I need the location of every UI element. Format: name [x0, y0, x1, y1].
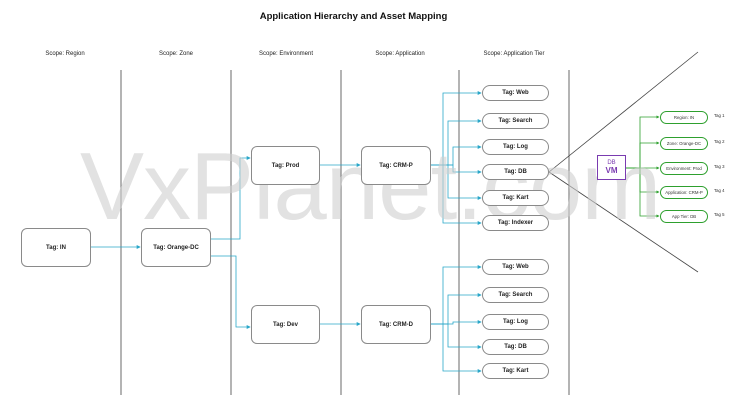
column-dividers — [120, 70, 570, 395]
tag-2-label: Tag 2 — [714, 139, 725, 144]
connector-crmd-tier-0 — [431, 265, 482, 325]
vm-tag-environment[interactable]: Environment: Prod — [660, 162, 708, 175]
vm-tag-region[interactable]: Region: IN — [660, 111, 708, 124]
page-title: Application Hierarchy and Asset Mapping — [259, 11, 448, 22]
environment-prod-node[interactable]: Tag: Prod — [251, 146, 320, 185]
tier-dev-log-node[interactable]: Tag: Log — [482, 314, 549, 330]
zone-node[interactable]: Tag: Orange-DC — [141, 228, 211, 267]
scope-zone-header: Scope: Zone — [158, 51, 194, 57]
tier-prod-indexer-node[interactable]: Tag: Indexer — [482, 215, 549, 231]
vm-label-line1: DB — [607, 160, 616, 166]
vm-tag-app-tier[interactable]: App Tier: DB — [660, 210, 708, 223]
tier-prod-web-node[interactable]: Tag: Web — [482, 85, 549, 101]
tier-dev-kart-node[interactable]: Tag: Kart — [482, 363, 549, 379]
tier-prod-search-node[interactable]: Tag: Search — [482, 113, 549, 129]
tier-prod-kart-node[interactable]: Tag: Kart — [482, 190, 549, 206]
scope-region-header: Scope: Region — [45, 51, 85, 57]
connector-vm-tag-5 — [626, 167, 660, 218]
vm-tag-zone[interactable]: Zone: Orange-DC — [660, 137, 708, 150]
connector-crmd-tier-4 — [431, 323, 482, 373]
connector-crmd-tier-1 — [431, 293, 482, 325]
scope-application-header: Scope: Application — [375, 51, 425, 57]
tree-connectors — [91, 91, 482, 373]
connector-crmp-tier-5 — [431, 164, 482, 225]
tag-5-label: Tag 5 — [714, 212, 725, 217]
tier-prod-db-node[interactable]: Tag: DB — [482, 164, 549, 180]
application-crm-p-node[interactable]: Tag: CRM-P — [361, 146, 431, 185]
vm-tag-application[interactable]: Application: CRM-P — [660, 186, 708, 199]
tag-3-label: Tag 3 — [714, 164, 725, 169]
vm-label-line2: VM — [605, 166, 618, 175]
application-crm-d-node[interactable]: Tag: CRM-D — [361, 305, 431, 344]
connector-zone-prod — [211, 156, 251, 240]
region-node[interactable]: Tag: IN — [21, 228, 91, 267]
tier-dev-db-node[interactable]: Tag: DB — [482, 339, 549, 355]
db-vm-icon[interactable]: DB VM — [597, 155, 626, 180]
tier-dev-web-node[interactable]: Tag: Web — [482, 259, 549, 275]
connector-crmd-tier-3 — [431, 323, 482, 349]
tag-1-label: Tag 1 — [714, 113, 725, 118]
vm-tag-connectors — [626, 115, 660, 218]
connector-zone-dev — [211, 255, 251, 329]
tier-dev-search-node[interactable]: Tag: Search — [482, 287, 549, 303]
environment-dev-node[interactable]: Tag: Dev — [251, 305, 320, 344]
tag-4-label: Tag 4 — [714, 188, 725, 193]
tier-prod-log-node[interactable]: Tag: Log — [482, 139, 549, 155]
scope-application-tier-header: Scope: Application Tier — [483, 51, 545, 57]
zoom-cone — [548, 51, 699, 273]
scope-environment-header: Scope: Environment — [258, 51, 314, 57]
